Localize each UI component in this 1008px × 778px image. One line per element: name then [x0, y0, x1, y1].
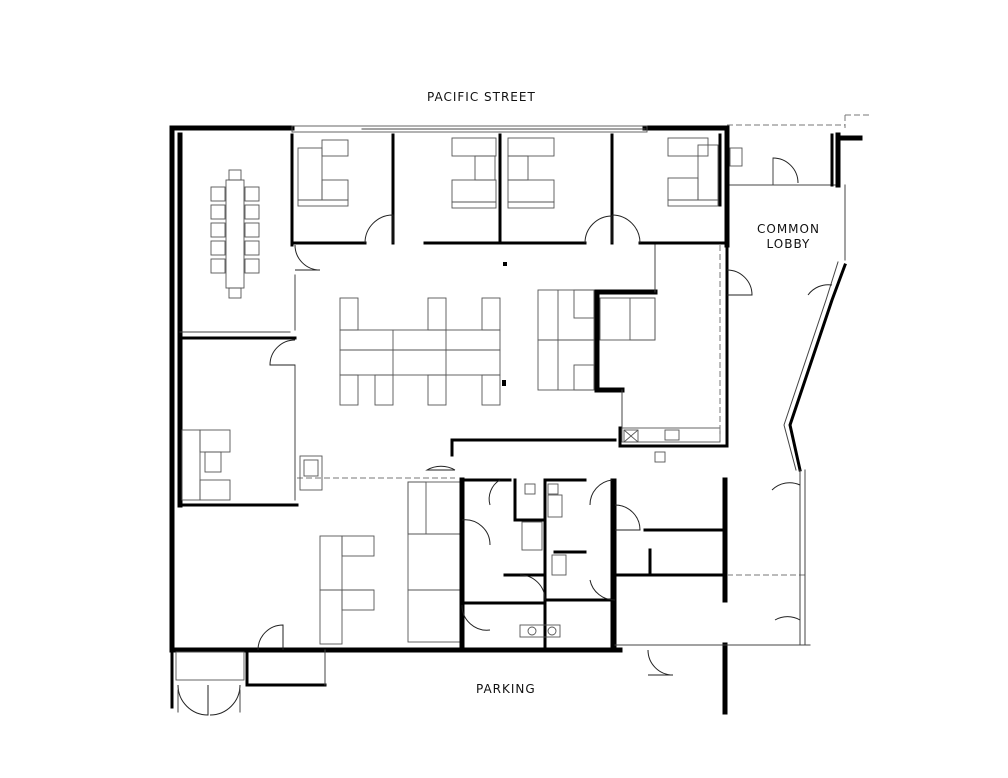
entry-vestibule [175, 651, 245, 716]
conference-table [210, 169, 260, 299]
common-lobby-label-line1: COMMON [757, 222, 820, 236]
right-suite-walls [613, 477, 811, 652]
doors [257, 157, 833, 676]
left-office-desk [181, 429, 231, 501]
street-windows [291, 125, 648, 133]
office-left-walls [177, 335, 299, 508]
columns [502, 262, 507, 386]
corridor-walls [297, 438, 617, 491]
parking-label: PARKING [476, 682, 536, 696]
kitchenette [618, 243, 729, 463]
private-offices-walls [293, 133, 729, 245]
lobby-walls [727, 114, 870, 521]
open-workstations [339, 289, 595, 406]
street-label: PACIFIC STREET [427, 90, 536, 104]
office-desks [297, 137, 743, 209]
common-lobby-label: COMMON LOBBY [757, 222, 820, 252]
lower-workstations [319, 481, 461, 645]
conference-room-walls [177, 132, 297, 340]
restroom-core-walls [459, 477, 614, 653]
common-lobby-label-line2: LOBBY [766, 237, 811, 251]
copy-room-walls [594, 244, 658, 393]
exterior-walls [169, 125, 730, 715]
